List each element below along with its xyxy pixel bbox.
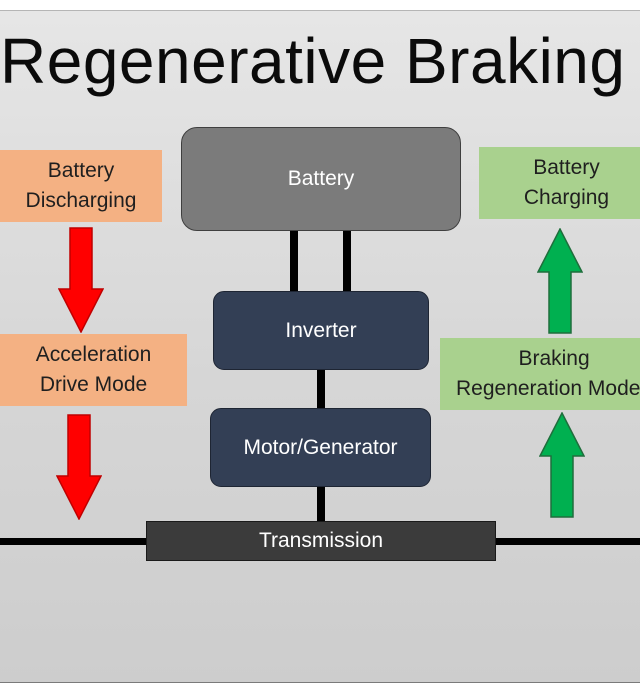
diagram-title: Regenerative Braking (0, 25, 626, 97)
battery-charging-label: Battery Charging (479, 147, 640, 219)
motor-generator-block: Motor/Generator (210, 408, 431, 487)
wire-battery-inverter-right (343, 231, 351, 291)
wire-motor-transmission (317, 487, 325, 521)
wire-axle-left (0, 538, 146, 545)
wire-axle-right (496, 538, 640, 545)
inverter-block: Inverter (213, 291, 429, 370)
wire-inverter-motor (317, 370, 325, 408)
acceleration-drive-mode-label: Acceleration Drive Mode (0, 334, 187, 406)
battery-discharging-label: Battery Discharging (0, 150, 162, 222)
arrow-up-icon (537, 228, 583, 334)
slide-background: Regenerative Braking Battery Inverter Mo… (0, 10, 640, 683)
arrow-down-icon (56, 414, 102, 520)
braking-regeneration-mode-label: Braking Regeneration Mode (440, 338, 640, 410)
arrow-up-icon (539, 412, 585, 518)
battery-block: Battery (181, 127, 461, 231)
arrow-down-icon (58, 227, 104, 333)
transmission-block: Transmission (146, 521, 496, 561)
wire-battery-inverter-left (290, 231, 298, 291)
